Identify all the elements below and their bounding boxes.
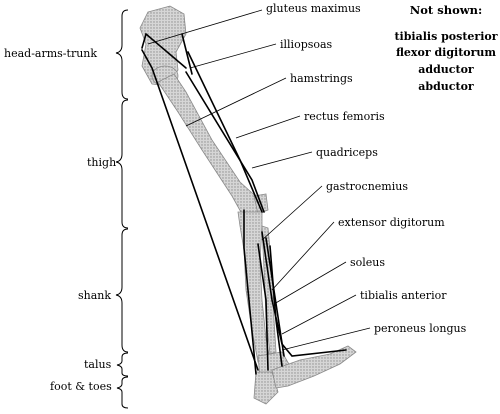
segment-label: thigh bbox=[87, 156, 116, 169]
brace-head-arms-trunk bbox=[116, 10, 128, 99]
foot-bones bbox=[272, 346, 356, 388]
not-shown-box: Not shown: tibialis posterior flexor dig… bbox=[394, 3, 497, 93]
segment-labels: head-arms-trunk thigh shank talus foot &… bbox=[4, 47, 116, 393]
brace-shank bbox=[116, 229, 128, 352]
segment-label: talus bbox=[84, 358, 112, 371]
muscle-label: hamstrings bbox=[290, 72, 353, 85]
not-shown-item: flexor digitorum bbox=[396, 46, 496, 59]
leader-extensor-digitorum bbox=[272, 222, 334, 290]
muscle-label: quadriceps bbox=[316, 146, 378, 159]
muscle-label: extensor digitorum bbox=[338, 216, 445, 229]
leader-rectus-femoris bbox=[236, 116, 300, 138]
muscle-label: tibialis anterior bbox=[360, 289, 447, 302]
brace-foot-toes bbox=[117, 377, 128, 408]
muscle-label: gluteus maximus bbox=[266, 2, 361, 15]
leader-quadriceps bbox=[252, 152, 312, 168]
leader-gastrocnemius bbox=[262, 186, 322, 240]
brace-thigh bbox=[116, 100, 128, 228]
muscle-label: rectus femoris bbox=[304, 110, 385, 123]
brace-talus bbox=[117, 353, 128, 376]
leader-illiopsoas bbox=[190, 44, 276, 68]
muscle-label: gastrocnemius bbox=[326, 180, 408, 193]
segment-label: shank bbox=[78, 289, 111, 302]
not-shown-item: abductor bbox=[418, 80, 474, 93]
not-shown-title: Not shown: bbox=[410, 3, 483, 17]
leader-hamstrings bbox=[186, 78, 286, 126]
muscle-label: illiopsoas bbox=[280, 38, 333, 51]
muscle-label: soleus bbox=[350, 256, 385, 269]
leader-soleus bbox=[274, 262, 346, 304]
segment-label: head-arms-trunk bbox=[4, 47, 97, 60]
segment-label: foot & toes bbox=[50, 380, 112, 393]
leader-tibialis-anterior bbox=[282, 295, 356, 334]
leg-skeleton bbox=[140, 6, 356, 404]
not-shown-item: adductor bbox=[418, 63, 474, 76]
muscle-label: peroneus longus bbox=[374, 322, 467, 335]
segment-braces bbox=[116, 10, 128, 408]
leader-peroneus-longus bbox=[282, 328, 370, 350]
femur-bone bbox=[158, 74, 262, 216]
not-shown-item: tibialis posterior bbox=[394, 30, 497, 43]
